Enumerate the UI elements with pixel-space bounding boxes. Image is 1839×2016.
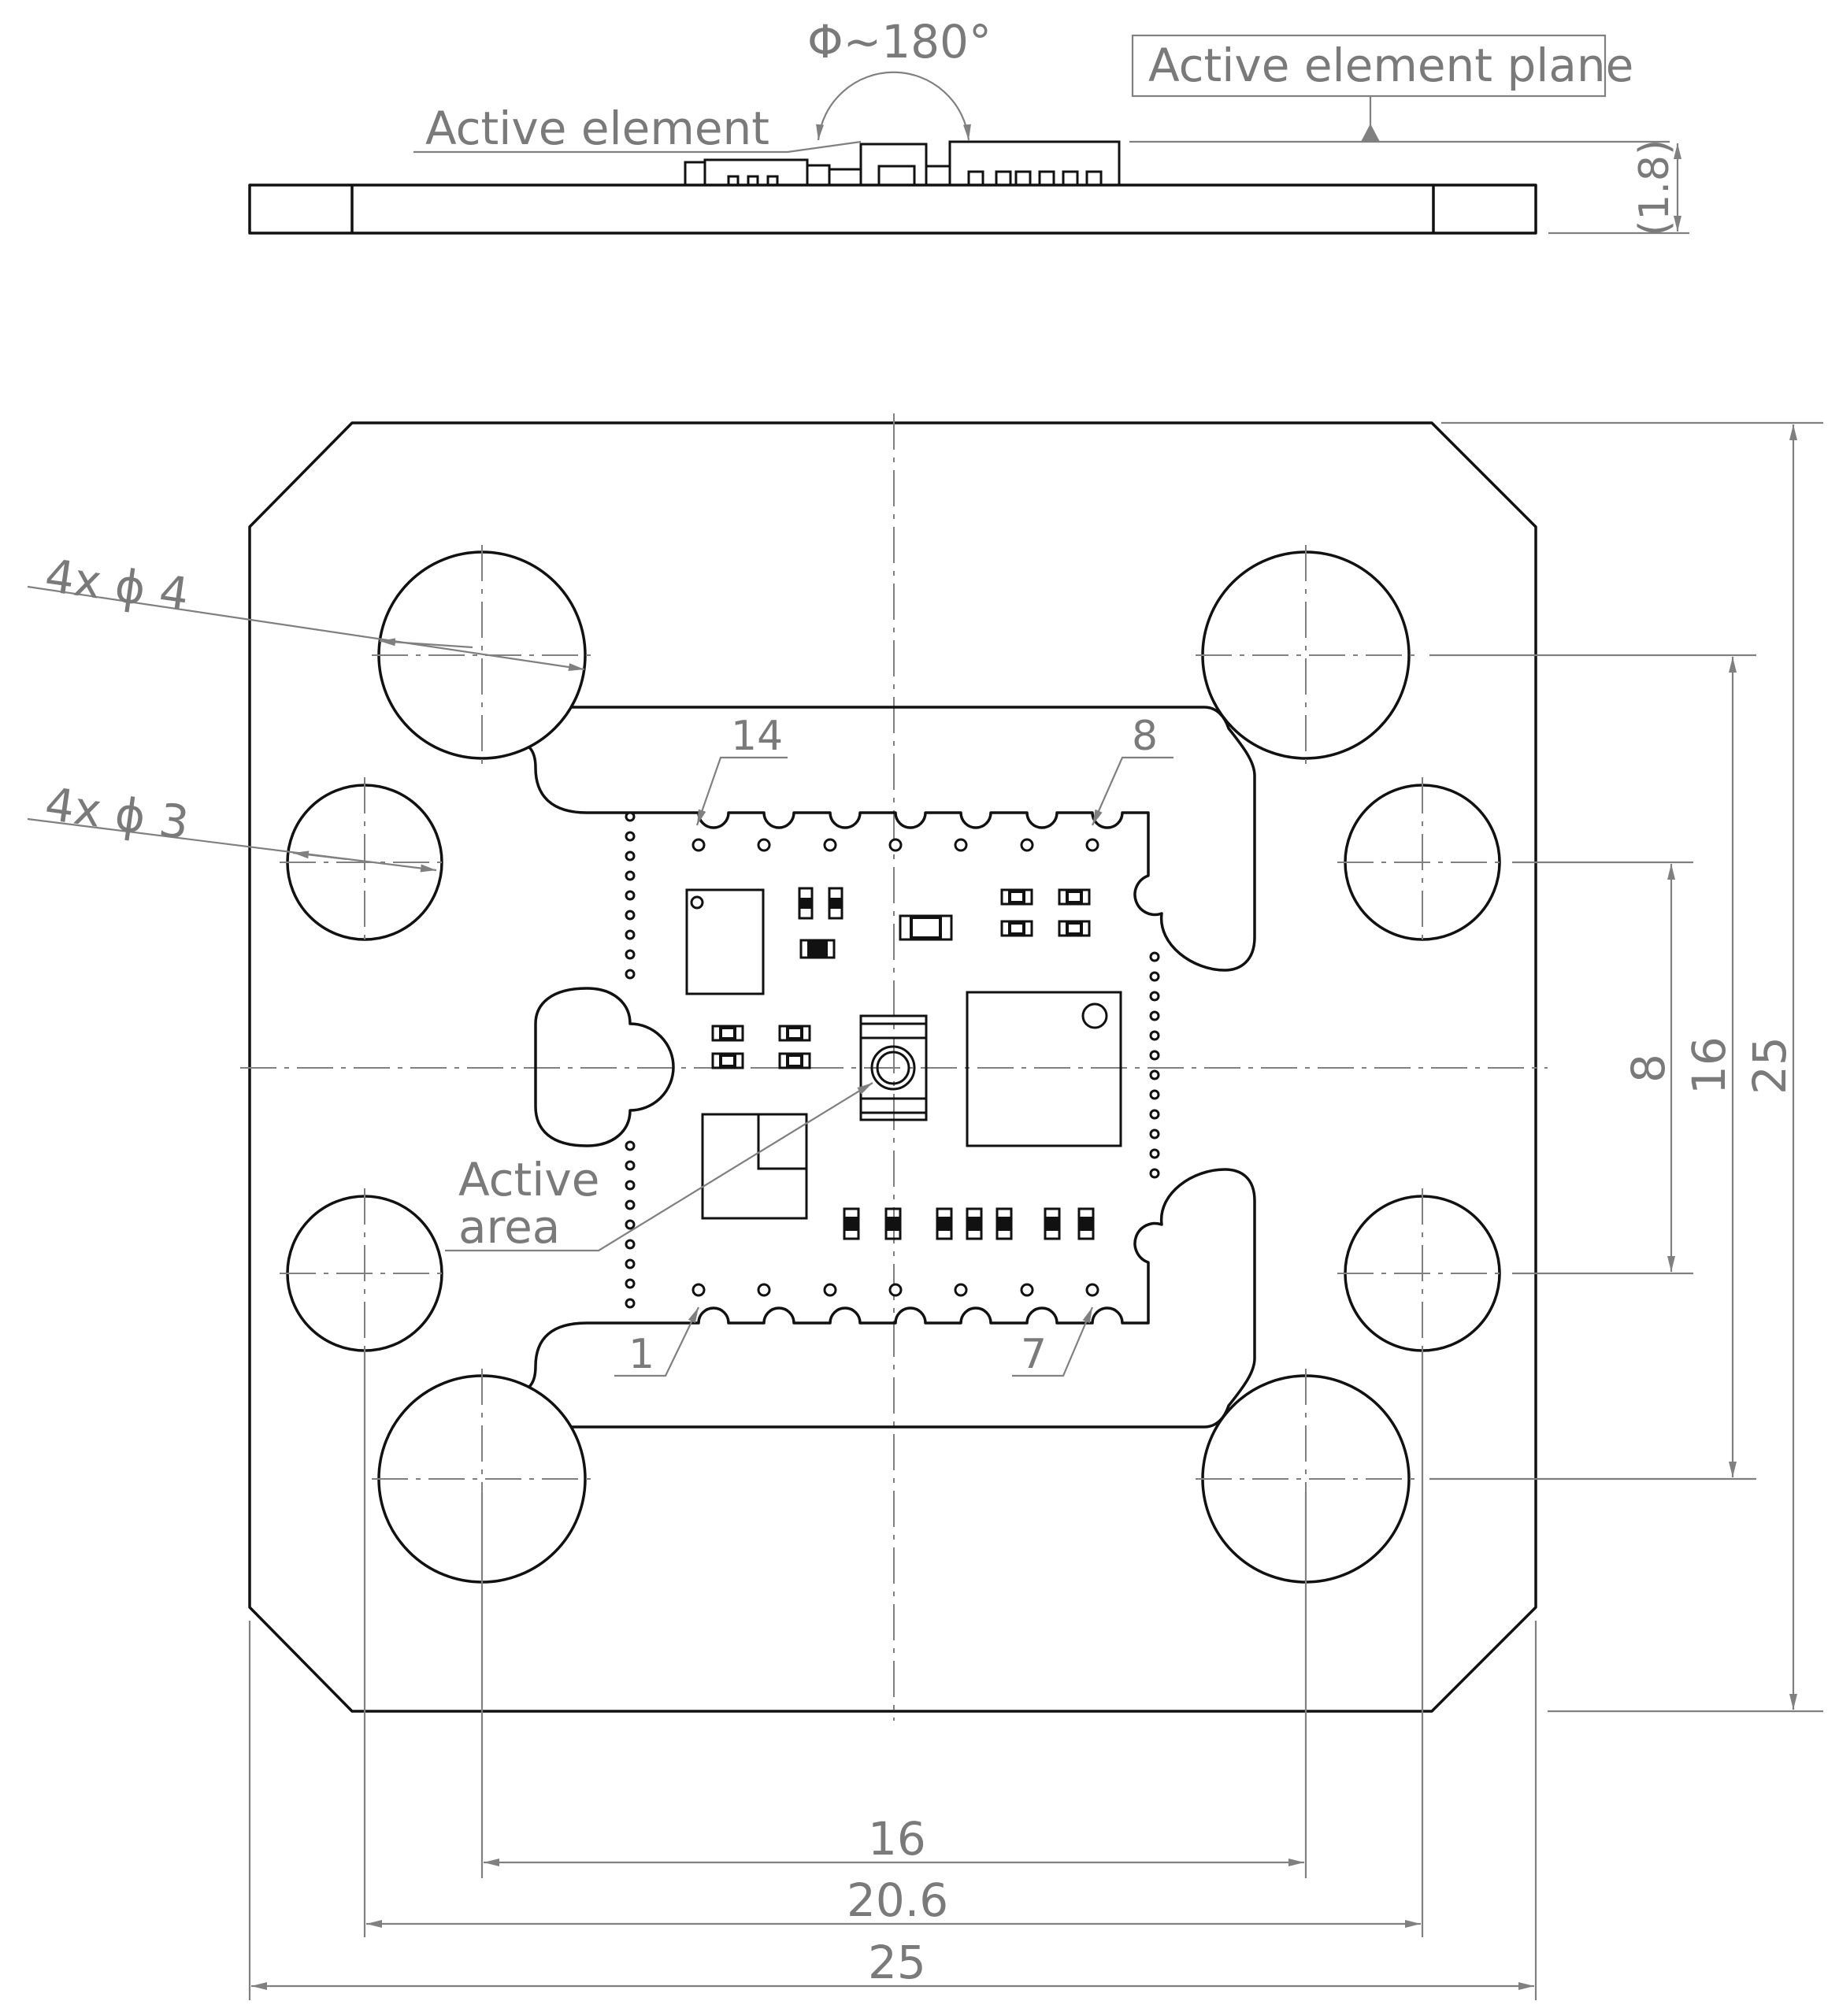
active-area-label-1: Active	[458, 1153, 599, 1206]
large-hole-leader	[27, 585, 585, 672]
pin-vias	[691, 838, 1099, 1297]
active-area-leader	[445, 1082, 873, 1252]
side-board	[248, 183, 1537, 235]
hole-centerlines	[280, 545, 1507, 1589]
active-area-label-2: area	[458, 1200, 560, 1254]
board-window-bottom	[484, 1168, 1256, 1429]
angle-label: Φ~180°	[807, 15, 992, 69]
active-element-leader	[413, 140, 862, 154]
large-hole-label: 4x ϕ 4	[42, 549, 192, 622]
left-slot	[534, 987, 675, 1147]
plane-label-box	[1131, 34, 1607, 98]
active-element-label: Active element	[425, 102, 769, 155]
plane-label: Active element plane	[1148, 39, 1633, 92]
side-view: Φ~180° Active element Active element pla…	[248, 15, 1689, 236]
top-view: 4x ϕ 4 4x ϕ 3 Active area 14 8 1 7	[27, 413, 1548, 1721]
vias-left-top	[625, 811, 636, 980]
angle-arc	[816, 71, 971, 141]
dim-8-v-label: 8	[1622, 1054, 1675, 1083]
pin-7-label: 7	[1021, 1331, 1047, 1378]
small-hole-leader-arrow2	[292, 850, 347, 861]
small-hole-leader	[27, 817, 437, 873]
pin-8-label: 8	[1132, 713, 1158, 760]
dim-25-v-label: 25	[1743, 1036, 1796, 1095]
active-element-side	[859, 143, 928, 187]
large-hole-leader-arrow2	[379, 638, 473, 649]
pin-14-leader	[695, 756, 788, 826]
vias-left-bottom	[625, 1140, 636, 1309]
pin-14-label: 14	[731, 713, 783, 760]
pin-1-label: 1	[628, 1331, 654, 1378]
side-components	[684, 140, 1121, 187]
vertical-dimensions: 8 16 25	[1429, 421, 1823, 1713]
active-element-top	[859, 1014, 928, 1121]
components	[685, 887, 1122, 1240]
dim-16-h-label: 16	[868, 1812, 926, 1866]
dim-20-6-h-label: 20.6	[847, 1873, 948, 1927]
plane-marker	[1361, 124, 1380, 142]
pin-8-leader	[1091, 756, 1173, 826]
dim-16-v-label: 16	[1682, 1036, 1736, 1095]
thickness-label: (1.8)	[1631, 139, 1678, 236]
small-hole-label: 4x ϕ 3	[42, 777, 192, 850]
pin-7-leader	[1012, 1306, 1094, 1377]
vias-right	[1149, 951, 1160, 1179]
dim-25-h-label: 25	[868, 1936, 926, 1989]
board-outline	[248, 421, 1537, 1713]
horizontal-dimensions: 16 20.6 25	[248, 1351, 1537, 2000]
pin-1-leader	[614, 1306, 699, 1377]
board-window	[484, 706, 1256, 972]
